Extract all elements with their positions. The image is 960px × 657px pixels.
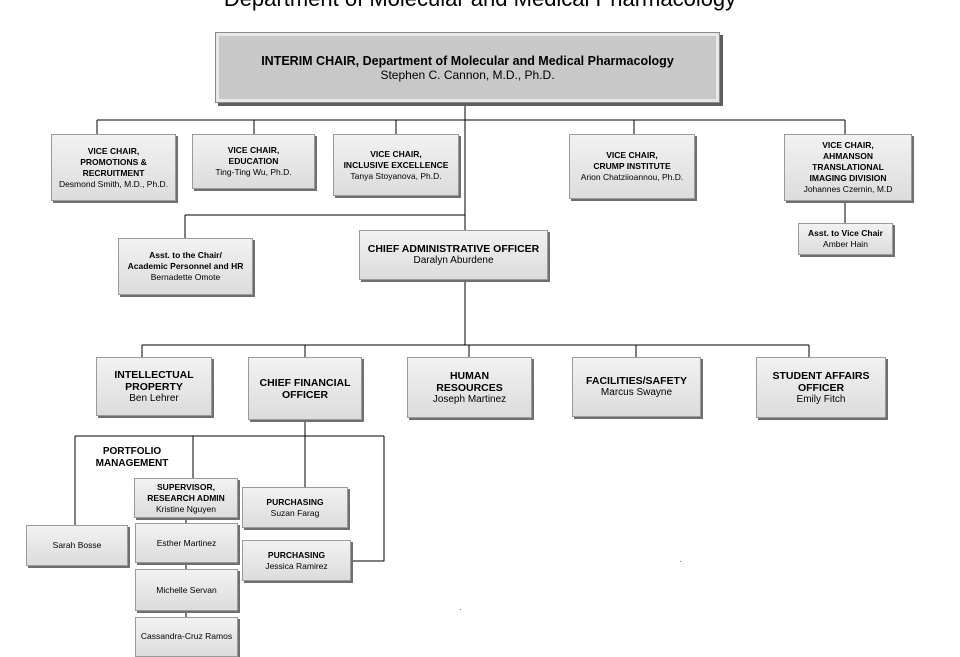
asst-chair-box: Asst. to the Chair/ Academic Personnel a… <box>118 238 253 295</box>
department-title: CHIEF FINANCIAL OFFICER <box>259 376 351 401</box>
cao-name: Daralyn Aburdene <box>413 255 494 266</box>
staff-name: Sarah Bosse <box>52 540 102 550</box>
vice-chair-ahmanson-box: VICE CHAIR, AHMANSON TRANSLATIONAL IMAGI… <box>784 134 912 201</box>
asst-chair-name: Bernadette Omote <box>150 272 221 282</box>
vice-chair-inclusive-box: VICE CHAIR, INCLUSIVE EXCELLENCE Tanya S… <box>333 134 459 196</box>
vice-chair-name: Tanya Stoyanova, Ph.D. <box>350 170 442 181</box>
vice-chair-promotions-box: VICE CHAIR, PROMOTIONS & RECRUITMENT Des… <box>51 134 176 201</box>
human-resources-box: HUMAN RESOURCES Joseph Martinez <box>407 357 532 418</box>
student-affairs-officer-box: STUDENT AFFAIRS OFFICER Emily Fitch <box>756 357 886 418</box>
purchasing-name: Suzan Farag <box>270 507 320 518</box>
department-title: INTELLECTUAL PROPERTY <box>114 368 194 393</box>
staff-name: Michelle Servan <box>156 584 217 595</box>
purchasing-box-suzan-farag: PURCHASING Suzan Farag <box>242 487 348 528</box>
stray-dot <box>680 561 681 562</box>
intellectual-property-box: INTELLECTUAL PROPERTY Ben Lehrer <box>96 357 212 416</box>
department-name: Marcus Swayne <box>600 387 673 398</box>
connector-lines <box>74 103 846 617</box>
asst-chair-title: Asst. to the Chair/ Academic Personnel a… <box>127 250 244 271</box>
staff-name: Esther Martinez <box>156 537 217 548</box>
department-name: Joseph Martinez <box>432 393 507 405</box>
vice-chair-title: VICE CHAIR, CRUMP INSTITUTE <box>593 150 671 171</box>
asst-vice-chair-title: Asst. to Vice Chair <box>808 228 883 238</box>
purchasing-title: PURCHASING <box>267 549 326 560</box>
purchasing-name: Jessica Ramirez <box>265 560 328 571</box>
vice-chair-name: Johannes Czernin, M.D <box>803 184 893 194</box>
vice-chair-name: Arion Chatziioannou, Ph.D. <box>580 172 684 182</box>
chair-name: Stephen C. Cannon, M.D., Ph.D. <box>380 67 555 82</box>
purchasing-title: PURCHASING <box>266 496 324 507</box>
department-title: HUMAN RESOURCES <box>436 369 503 394</box>
chair-title: INTERIM CHAIR, Department of Molecular a… <box>261 53 674 68</box>
asst-vice-chair-box: Asst. to Vice Chair Amber Hain <box>798 223 893 255</box>
vice-chair-title: VICE CHAIR, EDUCATION <box>227 145 280 166</box>
stray-dot <box>460 609 461 610</box>
portfolio-management-label: PORTFOLIO MANAGEMENT <box>95 446 169 469</box>
vice-chair-title: VICE CHAIR, INCLUSIVE EXCELLENCE <box>343 148 449 170</box>
purchasing-box-jessica-ramirez: PURCHASING Jessica Ramirez <box>242 540 351 581</box>
department-title: STUDENT AFFAIRS OFFICER <box>772 369 870 394</box>
staff-box-sarah-bosse: Sarah Bosse <box>26 525 128 566</box>
supervisor-title: SUPERVISOR, RESEARCH ADMIN <box>147 481 225 503</box>
cao-title: CHIEF ADMINISTRATIVE OFFICER <box>367 243 540 255</box>
chief-financial-officer-box: CHIEF FINANCIAL OFFICER <box>248 357 362 420</box>
vice-chair-name: Desmond Smith, M.D., Ph.D. <box>58 178 169 189</box>
vice-chair-title: VICE CHAIR, AHMANSON TRANSLATIONAL IMAGI… <box>809 140 887 183</box>
interim-chair-box: INTERIM CHAIR, Department of Molecular a… <box>215 32 720 103</box>
staff-box-cassandra-cruz-ramos: Cassandra-Cruz Ramos <box>135 617 238 657</box>
vice-chair-name: Ting-Ting Wu, Ph.D. <box>215 167 292 177</box>
staff-box-esther-martinez: Esther Martinez <box>135 523 238 563</box>
department-title: FACILITIES/SAFETY <box>586 375 687 387</box>
vice-chair-crump-box: VICE CHAIR, CRUMP INSTITUTE Arion Chatzi… <box>569 134 695 199</box>
chief-administrative-officer-box: CHIEF ADMINISTRATIVE OFFICER Daralyn Abu… <box>359 230 548 280</box>
staff-box-michelle-servan: Michelle Servan <box>135 569 238 611</box>
staff-name: Cassandra-Cruz Ramos <box>140 631 233 641</box>
vice-chair-education-box: VICE CHAIR, EDUCATION Ting-Ting Wu, Ph.D… <box>192 134 315 189</box>
page-title: Department of Molecular and Medical Phar… <box>0 0 960 10</box>
supervisor-research-admin-box: SUPERVISOR, RESEARCH ADMIN Kristine Nguy… <box>134 478 238 518</box>
department-name: Ben Lehrer <box>129 392 179 404</box>
asst-vice-chair-name: Amber Hain <box>823 239 868 249</box>
vice-chair-title: VICE CHAIR, PROMOTIONS & RECRUITMENT <box>80 145 147 178</box>
supervisor-name: Kristine Nguyen <box>155 503 216 514</box>
facilities-safety-box: FACILITIES/SAFETY Marcus Swayne <box>572 357 701 417</box>
department-name: Emily Fitch <box>796 393 846 405</box>
